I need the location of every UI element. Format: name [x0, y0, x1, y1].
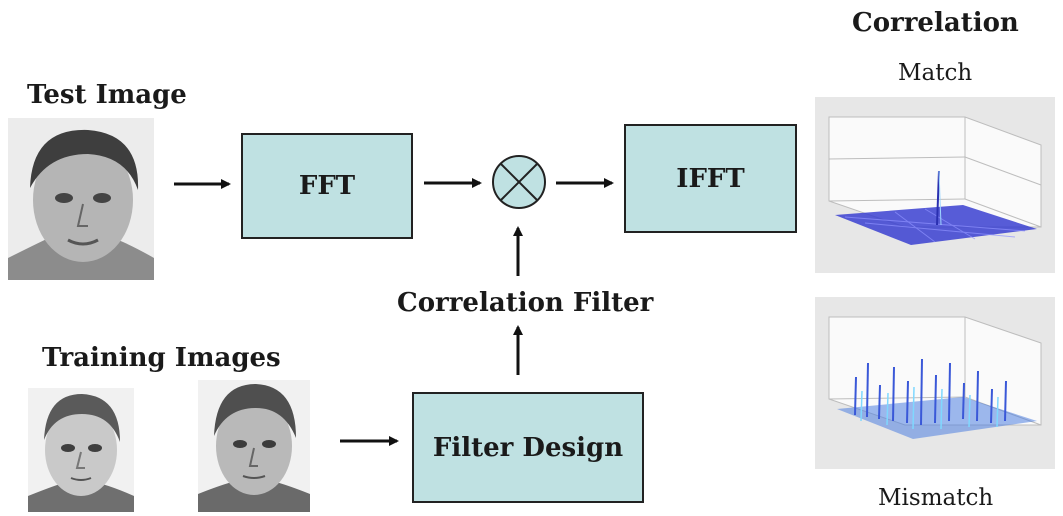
match-label: Match: [898, 60, 973, 86]
multiply-icon: [492, 155, 546, 209]
correlation-filter-label: Correlation Filter: [397, 288, 654, 318]
mismatch-label: Mismatch: [878, 485, 994, 511]
filter-design-block: Filter Design: [412, 392, 644, 503]
training-face-image-2: [198, 380, 310, 512]
mismatch-correlation-plot: [815, 297, 1055, 469]
test-face-image: [8, 118, 154, 280]
test-image-label: Test Image: [27, 80, 187, 110]
match-correlation-plot: [815, 97, 1055, 273]
training-face-image-1: [28, 388, 134, 512]
correlation-heading: Correlation: [852, 8, 1019, 38]
training-images-label: Training Images: [42, 343, 281, 373]
ifft-block: IFFT: [624, 124, 797, 233]
fft-block: FFT: [241, 133, 413, 239]
